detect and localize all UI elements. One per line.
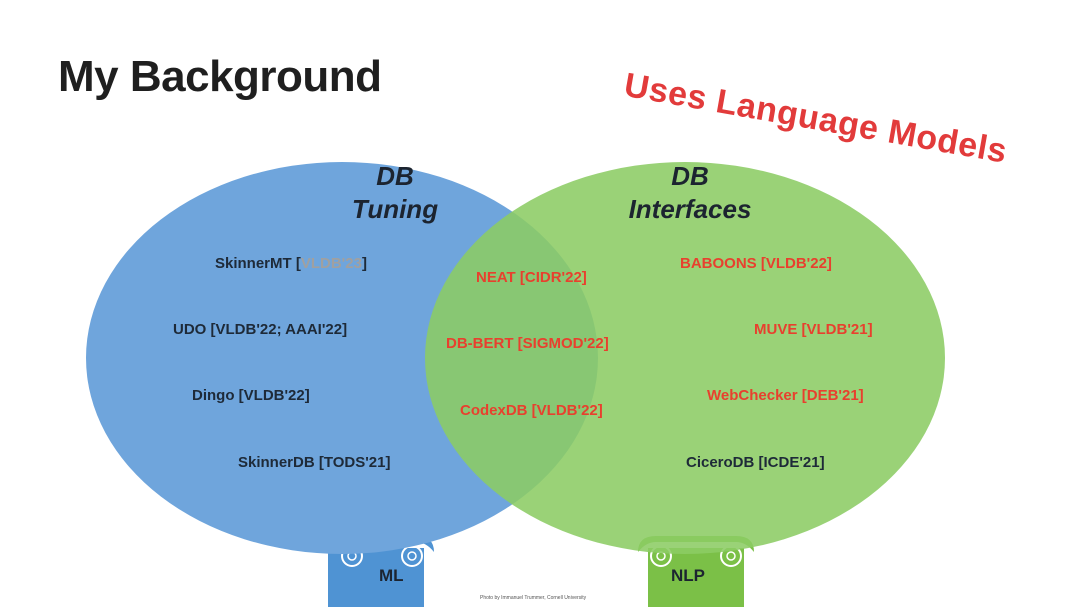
paper-cicerodb: CiceroDB [ICDE'21]: [686, 454, 825, 471]
paper-udo: UDO [VLDB'22; AAAI'22]: [173, 321, 348, 338]
pillar-nlp-label: NLP: [671, 566, 705, 585]
db-interfaces-circle: [425, 162, 945, 554]
paper-dingo: Dingo [VLDB'22]: [192, 387, 310, 404]
slide-title: My Background: [58, 52, 382, 101]
paper-muve: MUVE [VLDB'21]: [754, 321, 873, 338]
pillar-ml-label: ML: [379, 566, 404, 585]
paper-webchecker: WebChecker [DEB'21]: [707, 387, 864, 404]
photo-credit: Photo by Immanuel Trummer, Cornell Unive…: [480, 595, 587, 601]
db-interfaces-title: DB Interfaces: [628, 161, 752, 224]
paper-db-bert: DB-BERT [SIGMOD'22]: [446, 335, 609, 352]
db-tuning-title: DB Tuning: [351, 161, 439, 224]
paper-baboons: BABOONS [VLDB'22]: [680, 255, 832, 272]
paper-skinnermt: SkinnerMT [VLDB'23]: [215, 255, 367, 272]
paper-neat: NEAT [CIDR'22]: [476, 269, 587, 286]
paper-codexdb: CodexDB [VLDB'22]: [460, 402, 603, 419]
paper-skinnerdb: SkinnerDB [TODS'21]: [238, 454, 391, 471]
